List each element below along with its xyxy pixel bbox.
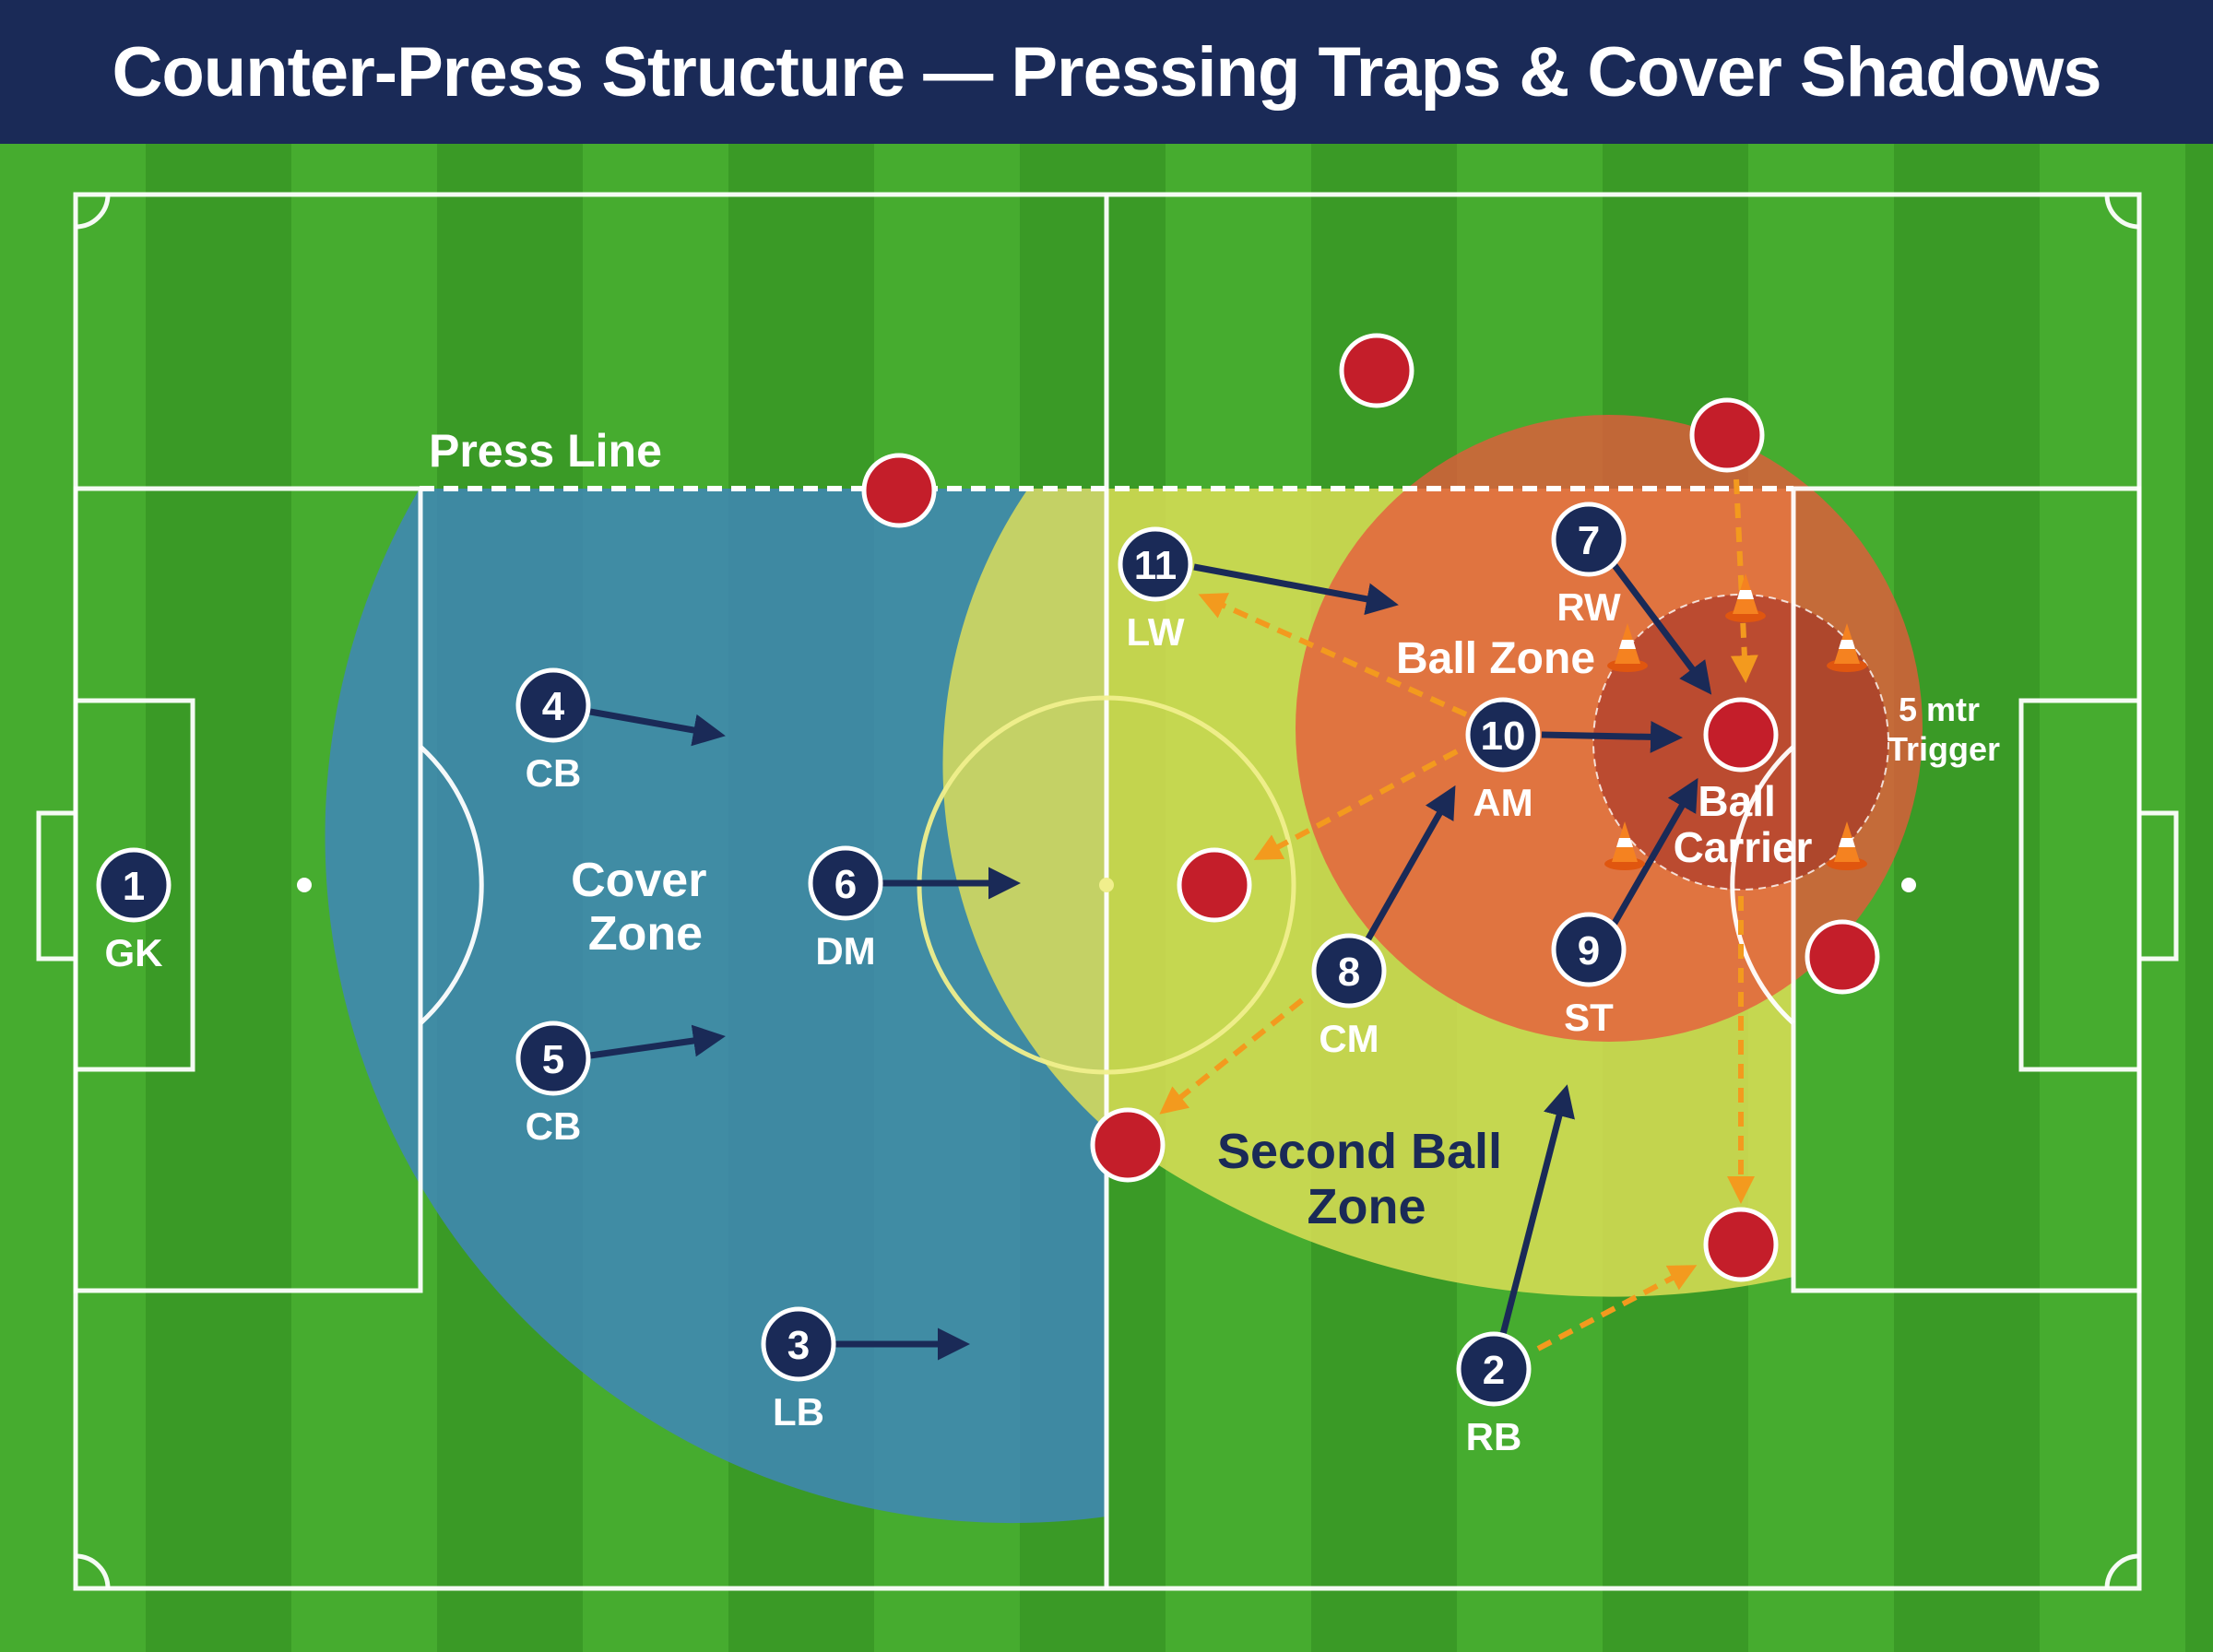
title-bar: Counter-Press Structure — Pressing Traps… bbox=[0, 0, 2213, 144]
opponent-marker bbox=[1703, 1207, 1779, 1282]
penalty-spot-left bbox=[297, 878, 312, 892]
player-cb-4: 4CB bbox=[515, 667, 591, 795]
player-number: 10 bbox=[1481, 714, 1526, 759]
player-lb-3: 3LB bbox=[761, 1306, 836, 1434]
player-role-label: RW bbox=[1556, 585, 1621, 629]
press-line-label: Press Line bbox=[429, 425, 662, 477]
player-role-label: CB bbox=[526, 1104, 582, 1148]
cone-icon bbox=[1827, 623, 1867, 672]
player-role-label: CM bbox=[1319, 1017, 1379, 1060]
player-number: 4 bbox=[542, 684, 565, 729]
penalty-spot-right bbox=[1901, 878, 1916, 892]
cover-zone-label: Cover Zone bbox=[571, 854, 720, 961]
player-marker bbox=[1465, 697, 1541, 773]
cover-zone-shape bbox=[325, 489, 1106, 1524]
ball-zone-label: Ball Zone bbox=[1396, 634, 1595, 683]
ball-carrier-label: Ball Carrier bbox=[1674, 777, 1813, 871]
player-rw-7: 7RW bbox=[1551, 502, 1627, 629]
opponent-marker bbox=[1805, 919, 1880, 995]
centre-spot bbox=[1099, 878, 1114, 892]
passing-lane-arrows bbox=[1159, 478, 1758, 1351]
player-number: 2 bbox=[1483, 1348, 1505, 1393]
cone-icon bbox=[1604, 821, 1645, 870]
opponent-marker bbox=[1703, 697, 1779, 773]
player-dm-6: 6DM bbox=[808, 845, 883, 973]
player-marker bbox=[515, 1021, 591, 1096]
player-number: 6 bbox=[834, 862, 857, 907]
player-marker bbox=[1456, 1331, 1532, 1407]
grass-stripe bbox=[146, 144, 291, 1652]
player-number: 5 bbox=[542, 1037, 564, 1082]
player-role-label: AM bbox=[1473, 781, 1533, 824]
player-number: 7 bbox=[1578, 518, 1600, 563]
player-cb-5: 5CB bbox=[515, 1021, 591, 1148]
player-role-label: LW bbox=[1127, 610, 1185, 654]
player-marker bbox=[761, 1306, 836, 1382]
player-marker bbox=[808, 845, 883, 921]
tactics-pitch: Press Line 1GK4CB5CB3LB6DM11LW8CM10AM7RW… bbox=[0, 144, 2213, 1652]
grass-stripe bbox=[2185, 144, 2213, 1652]
grass-stripe bbox=[2040, 144, 2185, 1652]
player-role-label: GK bbox=[105, 931, 163, 974]
player-role-label: ST bbox=[1564, 996, 1614, 1039]
player-role-label: DM bbox=[815, 929, 875, 973]
grass-stripe bbox=[1894, 144, 2040, 1652]
player-marker bbox=[1551, 912, 1627, 987]
trigger-label: 5 mtr Trigger bbox=[1888, 690, 2000, 768]
player-marker bbox=[96, 847, 172, 923]
cone-icon bbox=[1725, 573, 1766, 622]
opponents bbox=[861, 333, 1880, 1282]
player-st-9: 9ST bbox=[1551, 912, 1627, 1039]
cones bbox=[1604, 573, 1867, 870]
player-role-label: CB bbox=[526, 751, 582, 795]
cone-icon bbox=[1607, 623, 1648, 672]
second-ball-zone-label: Second Ball Zone bbox=[1217, 1124, 1516, 1234]
player-number: 8 bbox=[1338, 950, 1360, 995]
opponent-marker bbox=[1689, 397, 1765, 473]
player-number: 1 bbox=[123, 864, 145, 909]
movement-arrows bbox=[589, 561, 1712, 1361]
cone-icon bbox=[1827, 821, 1867, 870]
player-rb-2: 2RB bbox=[1456, 1331, 1532, 1458]
opponent-marker bbox=[861, 453, 937, 528]
opponent-marker bbox=[1177, 847, 1252, 923]
player-role-label: LB bbox=[773, 1390, 824, 1434]
player-marker bbox=[1311, 933, 1387, 1009]
opponent-marker bbox=[1339, 333, 1414, 408]
player-role-label: RB bbox=[1466, 1415, 1522, 1458]
player-marker bbox=[1118, 526, 1193, 602]
player-marker bbox=[1551, 502, 1627, 577]
player-cm-8: 8CM bbox=[1311, 933, 1387, 1060]
player-gk-1: 1GK bbox=[96, 847, 172, 974]
player-number: 3 bbox=[787, 1323, 810, 1368]
page-title: Counter-Press Structure — Pressing Traps… bbox=[112, 32, 2101, 112]
opponent-marker bbox=[1090, 1107, 1166, 1183]
player-marker bbox=[515, 667, 591, 743]
second-ball-zone-left bbox=[942, 489, 1106, 1129]
player-number: 9 bbox=[1578, 928, 1600, 974]
player-number: 11 bbox=[1134, 543, 1178, 588]
